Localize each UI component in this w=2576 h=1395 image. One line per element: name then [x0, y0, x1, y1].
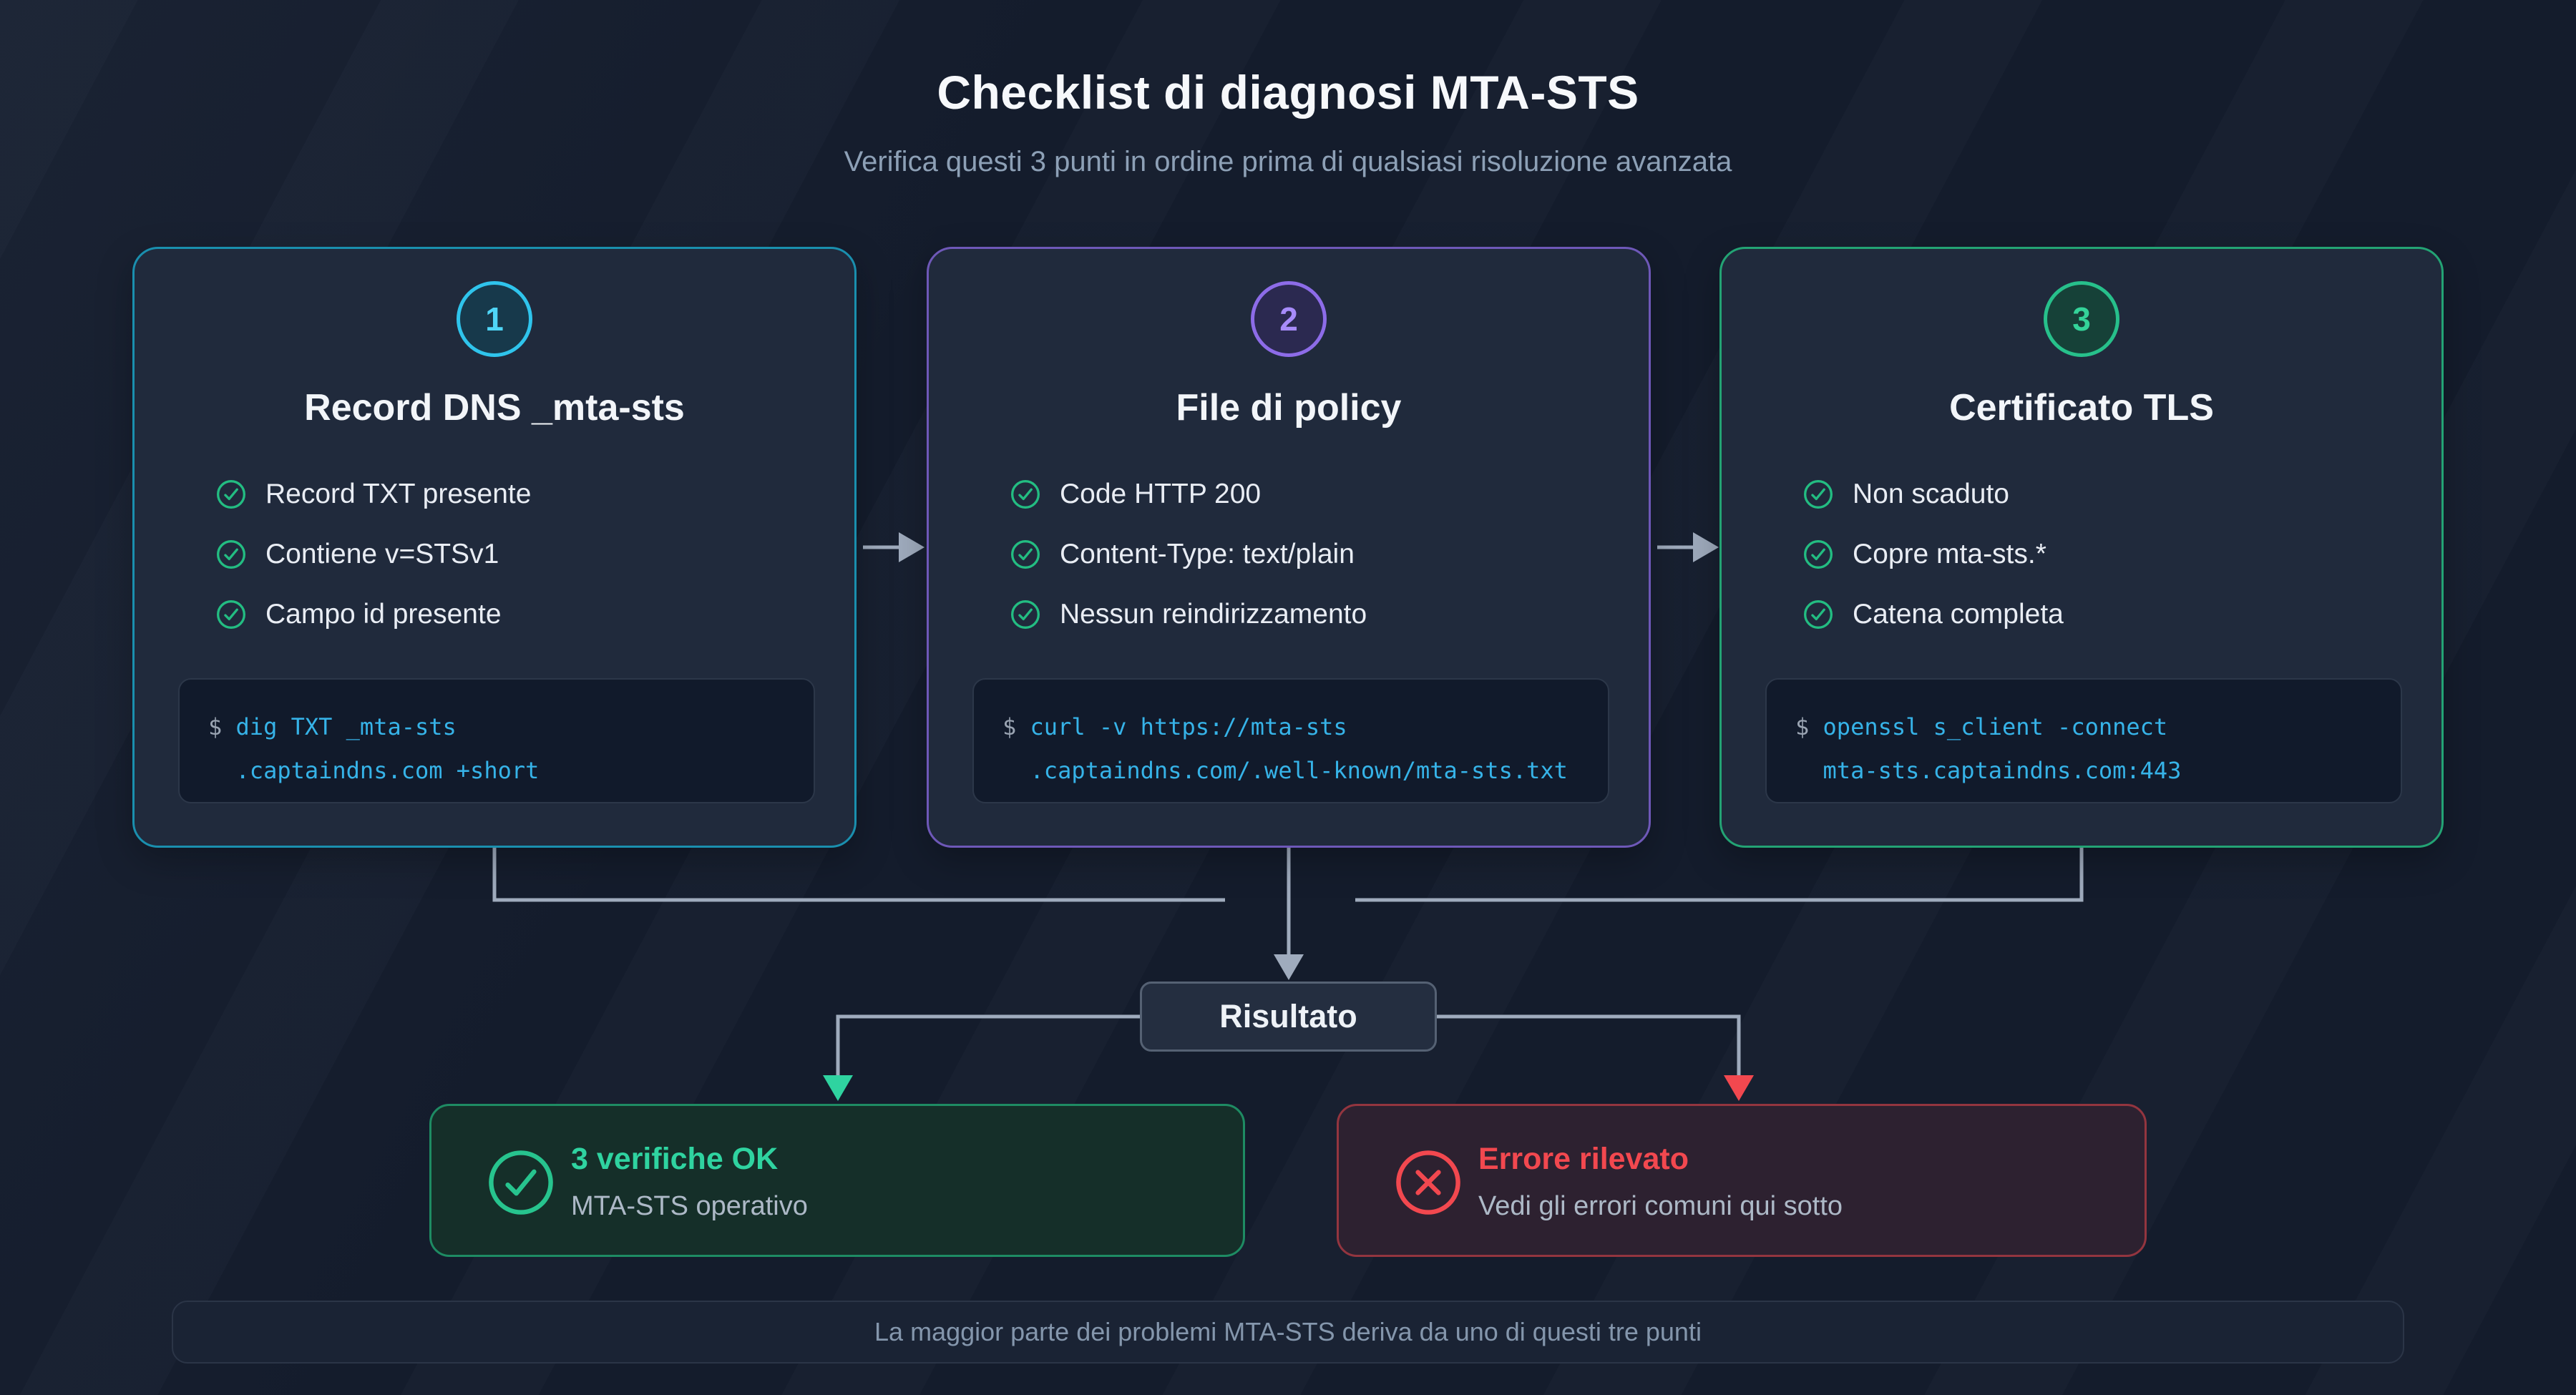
- footer-note: La maggior parte dei problemi MTA-STS de…: [172, 1301, 2404, 1364]
- check-circle-icon: [1011, 480, 1040, 509]
- code-line: openssl s_client -connect: [1823, 713, 2168, 740]
- checklist-item-label: Contiene v=STSv1: [265, 539, 499, 569]
- checklist: Record TXT presente Contiene v=STSv1 Cam…: [215, 474, 826, 655]
- shell-prompt: $: [1795, 713, 1823, 740]
- code-line: dig TXT _mta-sts: [235, 713, 457, 740]
- checklist-item-label: Code HTTP 200: [1060, 479, 1262, 509]
- checklist-item: Nessun reindirizzamento: [1010, 594, 1620, 635]
- step-number-badge: 1: [457, 281, 532, 357]
- page-subtitle: Verifica questi 3 punti in ordine prima …: [844, 146, 1732, 177]
- code-line: curl -v https://mta-sts: [1030, 713, 1347, 740]
- connector-card1-down: [492, 848, 1225, 902]
- error-x-icon: [1396, 1150, 1460, 1215]
- code-line: .captaindns.com/.well-known/mta-sts.txt: [1030, 757, 1568, 784]
- checklist-item: Non scaduto: [1802, 474, 2413, 514]
- outcome-success-title: 3 verifiche OK: [571, 1142, 779, 1176]
- checklist-item-label: Non scaduto: [1853, 479, 2009, 509]
- checklist-item: Campo id presente: [215, 594, 826, 635]
- checklist-item: Contiene v=STSv1: [215, 534, 826, 574]
- check-circle-icon: [1804, 540, 1833, 569]
- check-circle-icon: [1804, 480, 1833, 509]
- card-title: Certificato TLS: [1949, 387, 2214, 429]
- arrow-card2-to-result: [1274, 848, 1304, 980]
- result-node: Risultato: [1140, 982, 1437, 1052]
- checklist-item-label: Content-Type: text/plain: [1060, 539, 1355, 569]
- arrow-card2-to-card3: [1657, 532, 1719, 562]
- check-circle-icon: [1804, 600, 1833, 629]
- card-dns-record: 1 Record DNS _mta-sts Record TXT present…: [132, 247, 857, 848]
- checklist: Code HTTP 200 Content-Type: text/plain N…: [1010, 474, 1620, 655]
- card-title: File di policy: [1176, 387, 1402, 429]
- check-circle-icon: [1011, 600, 1040, 629]
- card-policy-file: 2 File di policy Code HTTP 200 Content-T…: [927, 247, 1651, 848]
- step-number-badge: 2: [1251, 281, 1327, 357]
- outcome-error-box: Errore rilevato Vedi gli errori comuni q…: [1337, 1104, 2147, 1257]
- outcome-success-subtitle: MTA-STS operativo: [571, 1191, 808, 1221]
- checklist: Non scaduto Copre mta-sts.* Catena compl…: [1802, 474, 2413, 655]
- checklist-item-label: Nessun reindirizzamento: [1060, 599, 1367, 630]
- shell-prompt: $: [208, 713, 236, 740]
- branch-result-to-success: [823, 1014, 1140, 1101]
- code-block-dig: $ dig TXT _mta-sts .captaindns.com +short: [178, 678, 815, 803]
- checklist-item-label: Copre mta-sts.*: [1853, 539, 2046, 569]
- checklist-item: Code HTTP 200: [1010, 474, 1620, 514]
- checklist-item: Record TXT presente: [215, 474, 826, 514]
- connector-card3-down: [1355, 848, 2084, 902]
- code-block-openssl: $ openssl s_client -connect mta-sts.capta…: [1765, 678, 2402, 803]
- arrow-card1-to-card2: [863, 532, 924, 562]
- branch-result-to-error: [1437, 1014, 1754, 1101]
- page-title: Checklist di diagnosi MTA-STS: [937, 66, 1639, 119]
- step-number-badge: 3: [2044, 281, 2119, 357]
- checklist-item: Catena completa: [1802, 594, 2413, 635]
- check-circle-icon: [217, 600, 245, 629]
- card-tls-certificate: 3 Certificato TLS Non scaduto Copre mta-…: [1719, 247, 2444, 848]
- success-check-icon: [489, 1150, 553, 1215]
- checklist-item-label: Campo id presente: [265, 599, 502, 630]
- outcome-success-box: 3 verifiche OK MTA-STS operativo: [429, 1104, 1245, 1257]
- check-circle-icon: [1011, 540, 1040, 569]
- card-title: Record DNS _mta-sts: [304, 387, 685, 429]
- outcome-error-subtitle: Vedi gli errori comuni qui sotto: [1478, 1191, 1843, 1221]
- check-circle-icon: [217, 540, 245, 569]
- checklist-item: Copre mta-sts.*: [1802, 534, 2413, 574]
- checklist-item-label: Record TXT presente: [265, 479, 532, 509]
- code-block-curl: $ curl -v https://mta-sts .captaindns.com…: [972, 678, 1609, 803]
- check-circle-icon: [217, 480, 245, 509]
- shell-prompt: $: [1002, 713, 1030, 740]
- checklist-item: Content-Type: text/plain: [1010, 534, 1620, 574]
- code-line: mta-sts.captaindns.com:443: [1823, 757, 2182, 784]
- checklist-item-label: Catena completa: [1853, 599, 2064, 630]
- outcome-error-title: Errore rilevato: [1478, 1142, 1689, 1176]
- code-line: .captaindns.com +short: [235, 757, 540, 784]
